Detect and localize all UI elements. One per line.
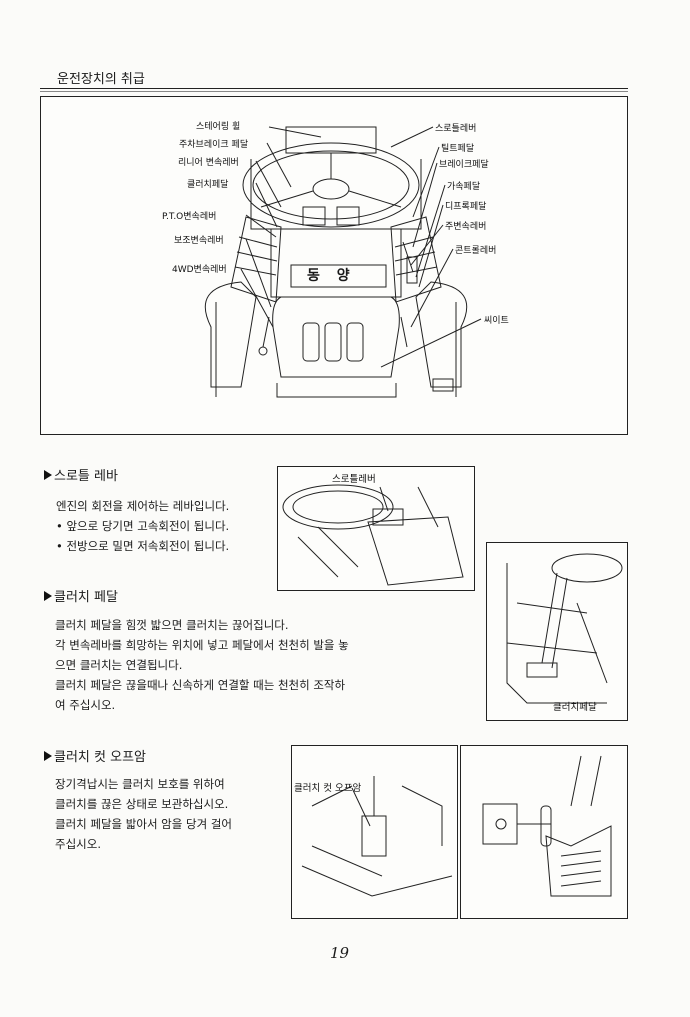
- section-throttle-line-2: • 앞으로 당기면 고속회전이 됩니다.: [56, 519, 230, 533]
- clutch-pedal-figure: 클러치페달: [486, 542, 628, 721]
- cutoff-arm-drawing-right: [461, 746, 627, 918]
- label-pto-shift-lever: P.T.O변속레버: [162, 212, 217, 222]
- clutch-figure-label: 클러치페달: [553, 702, 597, 713]
- section-clutch-line-2: 각 변속레바를 희망하는 위치에 넣고 페달에서 천천히 발을 놓: [55, 638, 349, 652]
- label-control-lever: 콘트롤레버: [455, 246, 497, 256]
- label-linear-shift-lever: 리니어 변속레버: [178, 158, 239, 168]
- section-clutch-line-1: 클러치 페달을 힘껏 밟으면 클러치는 끊어집니다.: [55, 618, 289, 632]
- section-cutoff-line-2: 클러치를 끊은 상태로 보관하십시오.: [55, 797, 229, 811]
- label-diff-lock-pedal: 디프록페달: [445, 202, 487, 212]
- section-clutch-line-4: 클러치 페달은 끊을때나 신속하게 연결할 때는 천천히 조작하: [55, 678, 346, 692]
- label-4wd-shift-lever: 4WD변속레버: [172, 265, 227, 275]
- throttle-lever-drawing: [278, 467, 474, 590]
- bullet-triangle-icon: [44, 751, 52, 761]
- section-clutch-line-5: 여 주십시오.: [55, 698, 116, 712]
- label-parking-brake-pedal: 주차브레이크 페달: [179, 140, 249, 150]
- label-steering-wheel: 스테어링 휠: [196, 122, 241, 132]
- tractor-cockpit-drawing: [41, 97, 627, 434]
- cutoff-arm-figure-left: 클러치 컷 오프암: [291, 745, 458, 919]
- throttle-lever-figure: 스로틀레버: [277, 466, 475, 591]
- section-cutoff-line-4: 주십시오.: [55, 837, 101, 851]
- section-cutoff-title-text: 클러치 컷 오프암: [54, 750, 146, 765]
- header-divider-secondary: [40, 91, 628, 92]
- section-throttle-title: 스로틀 레바: [44, 465, 118, 484]
- throttle-figure-label: 스로틀레버: [332, 474, 376, 485]
- header-divider: [40, 88, 628, 89]
- section-throttle-line-1: 엔진의 회전을 제어하는 레바입니다.: [56, 499, 230, 513]
- section-clutch-title: 클러치 페달: [44, 586, 118, 605]
- section-clutch-title-text: 클러치 페달: [54, 590, 118, 605]
- label-brake-pedal: 브레이크페달: [439, 160, 489, 170]
- bullet-triangle-icon: [44, 591, 52, 601]
- label-throttle-lever: 스로틀레버: [435, 124, 477, 134]
- cutoff-arm-figure-right: [460, 745, 628, 919]
- label-tilt-pedal: 틸트페달: [441, 144, 475, 154]
- label-auxiliary-shift-lever: 보조변속레버: [174, 236, 224, 246]
- section-throttle-line-3: • 전방으로 밀면 저속회전이 됩니다.: [56, 539, 230, 553]
- section-cutoff-title: 클러치 컷 오프암: [44, 746, 146, 765]
- label-seat: 씨이트: [484, 316, 509, 326]
- tractor-brand-text: 동 양: [307, 268, 356, 284]
- cutoff-arm-drawing-left: [292, 746, 457, 918]
- bullet-triangle-icon: [44, 470, 52, 480]
- page-header-title: 운전장치의 취급: [57, 72, 145, 87]
- label-main-shift-lever: 주변속레버: [445, 222, 487, 232]
- label-clutch-pedal: 클러치페달: [187, 180, 229, 190]
- main-controls-figure: 동 양 스테어링 휠 주차브레이크 페달 리니어 변속레버 클러치페달 P.T.…: [40, 96, 628, 435]
- clutch-pedal-drawing: [487, 543, 627, 720]
- section-clutch-line-3: 으면 클러치는 연결됩니다.: [55, 658, 183, 672]
- label-accelerator-pedal: 가속페달: [447, 182, 481, 192]
- section-cutoff-line-1: 장기격납시는 클러치 보호를 위하여: [55, 777, 225, 791]
- section-throttle-title-text: 스로틀 레바: [54, 469, 118, 484]
- page-number: 19: [330, 944, 350, 962]
- section-cutoff-line-3: 클러치 페달을 밟아서 암을 당겨 걸어: [55, 817, 232, 831]
- cutoff-figure-label: 클러치 컷 오프암: [294, 783, 362, 794]
